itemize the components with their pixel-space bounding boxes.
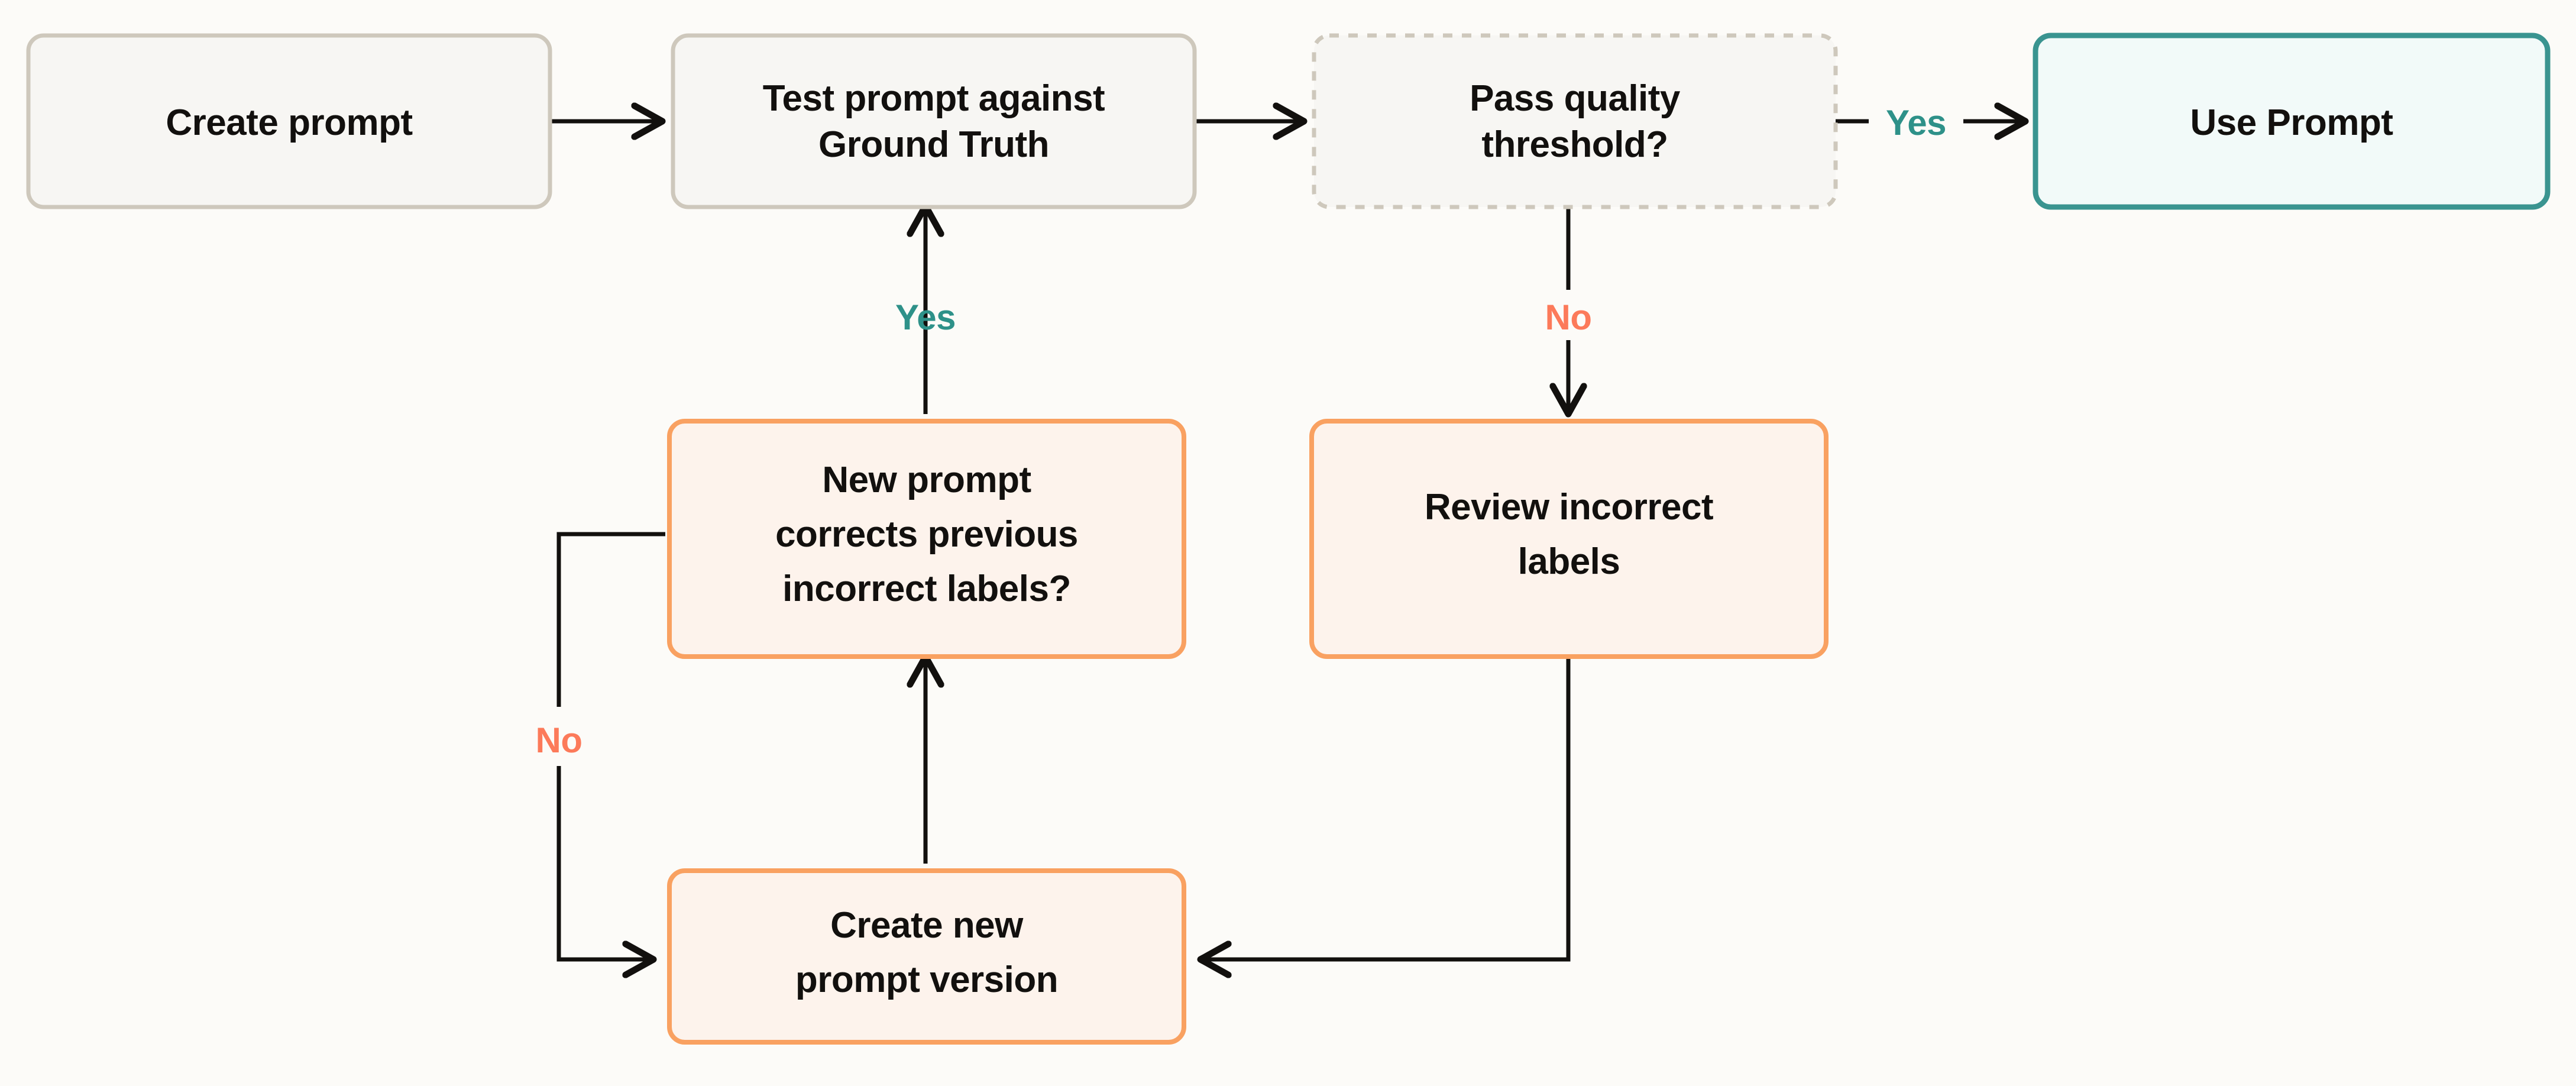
node-new-prompt-corrects-label-line2: corrects previous <box>775 514 1078 555</box>
node-pass-quality[interactable]: Pass quality threshold? <box>1312 33 1838 209</box>
node-test-prompt-label-line1: Test prompt against <box>763 78 1105 119</box>
node-new-prompt-corrects[interactable]: New prompt corrects previous incorrect l… <box>667 419 1186 659</box>
node-create-new-version-label-line1: Create new <box>830 905 1024 946</box>
node-pass-quality-label-line2: threshold? <box>1481 124 1668 165</box>
edge-new-to-createnew-seg1 <box>556 532 665 707</box>
node-new-prompt-corrects-box[interactable] <box>667 419 1186 659</box>
edge-new-to-createnew-seg2 <box>556 766 653 959</box>
edges-layer <box>550 121 2025 959</box>
node-use-prompt-box[interactable] <box>2033 33 2551 210</box>
node-new-prompt-corrects-label-line3: incorrect labels? <box>782 568 1071 609</box>
node-review-incorrect-box[interactable] <box>1309 419 1829 659</box>
node-use-prompt-label: Use Prompt <box>2190 102 2393 143</box>
node-create-prompt-label: Create prompt <box>166 102 412 143</box>
node-test-prompt[interactable]: Test prompt against Ground Truth <box>671 33 1197 209</box>
edge-label-yes-use-prompt: Yes <box>1886 103 1946 143</box>
node-pass-quality-box[interactable] <box>1312 33 1838 209</box>
edge-review-to-createnew <box>1200 657 1571 959</box>
node-review-incorrect-label-line2: labels <box>1518 541 1620 582</box>
edge-label-no-review: No <box>1545 298 1592 337</box>
node-create-prompt[interactable]: Create prompt <box>26 33 552 209</box>
node-new-prompt-corrects-label-line1: New prompt <box>822 460 1031 500</box>
node-review-incorrect-label-line1: Review incorrect <box>1425 487 1713 528</box>
node-create-prompt-box[interactable] <box>26 33 552 209</box>
node-pass-quality-label-line1: Pass quality <box>1470 78 1681 119</box>
node-create-new-version-box[interactable] <box>667 868 1186 1045</box>
node-create-new-version-label-line2: prompt version <box>795 959 1058 1000</box>
node-test-prompt-box[interactable] <box>671 33 1197 209</box>
node-use-prompt[interactable]: Use Prompt <box>2033 33 2551 210</box>
edge-label-yes-test: Yes <box>895 298 956 337</box>
node-test-prompt-label-line2: Ground Truth <box>818 124 1049 165</box>
node-create-new-version[interactable]: Create new prompt version <box>667 868 1186 1045</box>
edge-label-no-create-new: No <box>536 720 582 760</box>
node-review-incorrect[interactable]: Review incorrect labels <box>1309 419 1829 659</box>
edge-labels-layer: Yes No Yes No <box>536 103 1947 760</box>
